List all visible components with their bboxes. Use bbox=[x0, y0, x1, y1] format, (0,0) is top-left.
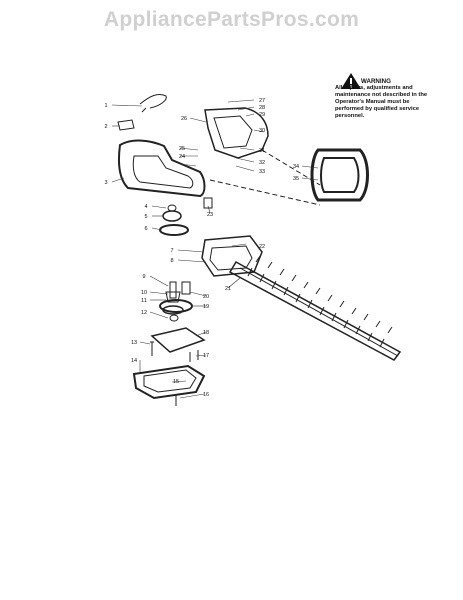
callout-17: 17 bbox=[203, 353, 209, 359]
warning-title: WARNING bbox=[361, 78, 391, 85]
callout-12: 12 bbox=[141, 310, 147, 316]
callout-2: 2 bbox=[104, 124, 107, 130]
loop-handle bbox=[310, 148, 369, 202]
callout-19: 19 bbox=[203, 304, 209, 310]
callout-34: 34 bbox=[293, 164, 299, 170]
callout-28: 28 bbox=[259, 105, 265, 111]
callout-25: 25 bbox=[179, 146, 185, 152]
callout-23: 23 bbox=[207, 212, 213, 218]
wire-harness bbox=[139, 93, 167, 109]
callout-30: 30 bbox=[259, 128, 265, 134]
callout-5: 5 bbox=[144, 214, 147, 220]
base-plate bbox=[132, 364, 206, 400]
callout-21: 21 bbox=[225, 286, 231, 292]
callout-16: 16 bbox=[203, 392, 209, 398]
callout-33: 33 bbox=[259, 169, 265, 175]
callout-6: 6 bbox=[144, 226, 147, 232]
callout-layer: 1234567891011121314151617181920212223242… bbox=[104, 98, 299, 398]
callout-27: 27 bbox=[259, 98, 265, 104]
callout-7: 7 bbox=[170, 248, 173, 254]
cover-plate bbox=[150, 327, 206, 353]
callout-20: 20 bbox=[203, 294, 209, 300]
callout-13: 13 bbox=[131, 340, 137, 346]
warning-box: WARNING All repairs, adjustments and mai… bbox=[335, 78, 435, 120]
switch-part bbox=[117, 119, 135, 131]
callout-31: 31 bbox=[259, 148, 265, 154]
front-handle bbox=[118, 139, 206, 198]
callout-32: 32 bbox=[259, 160, 265, 166]
callout-11: 11 bbox=[141, 298, 147, 304]
callout-4: 4 bbox=[144, 204, 147, 210]
callout-24: 24 bbox=[179, 154, 185, 160]
callout-14: 14 bbox=[131, 358, 137, 364]
callout-8: 8 bbox=[170, 258, 173, 264]
warning-text: All repairs, adjustments and maintenance… bbox=[335, 85, 428, 119]
callout-15: 15 bbox=[173, 379, 179, 385]
callout-18: 18 bbox=[203, 330, 209, 336]
callout-26: 26 bbox=[181, 116, 187, 122]
handle-housing bbox=[204, 107, 269, 159]
callout-10: 10 bbox=[141, 290, 147, 296]
callout-1: 1 bbox=[104, 103, 107, 109]
callout-22: 22 bbox=[259, 244, 265, 250]
callout-29: 29 bbox=[259, 112, 265, 118]
warning-triangle-icon bbox=[341, 73, 361, 89]
callout-35: 35 bbox=[293, 176, 299, 182]
callout-3: 3 bbox=[104, 180, 107, 186]
watermark: AppliancePartsPros.com bbox=[103, 8, 360, 31]
hedge-blade bbox=[228, 260, 402, 361]
callout-9: 9 bbox=[142, 274, 145, 280]
